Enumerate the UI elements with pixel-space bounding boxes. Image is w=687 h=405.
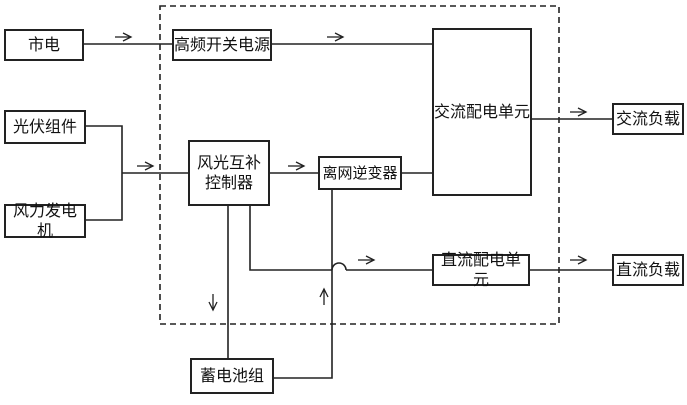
line-controller-dc (249, 206, 332, 271)
line-pv-merge (86, 125, 123, 221)
ac-distribution-unit-block: 交流配电单元 (432, 28, 532, 196)
battery-pack-block: 蓄电池组 (190, 358, 274, 394)
mains-block: 市电 (4, 29, 84, 61)
dc-distribution-unit-block: 直流配电单元 (432, 250, 530, 289)
wind-generator-block: 风力发电机 (4, 201, 86, 240)
hf-switching-psu-block: 高频开关电源 (172, 29, 272, 61)
line-crossover-hop (331, 262, 347, 271)
pv-module-block: 光伏组件 (4, 110, 86, 144)
off-grid-inverter-block: 离网逆变器 (318, 156, 402, 190)
line-battery-inverter (274, 190, 333, 379)
dc-load-block: 直流负载 (612, 254, 684, 286)
ac-load-block: 交流负载 (612, 103, 684, 135)
wind-solar-controller-block: 风光互补控制器 (188, 140, 270, 206)
system-boundary (159, 5, 560, 325)
